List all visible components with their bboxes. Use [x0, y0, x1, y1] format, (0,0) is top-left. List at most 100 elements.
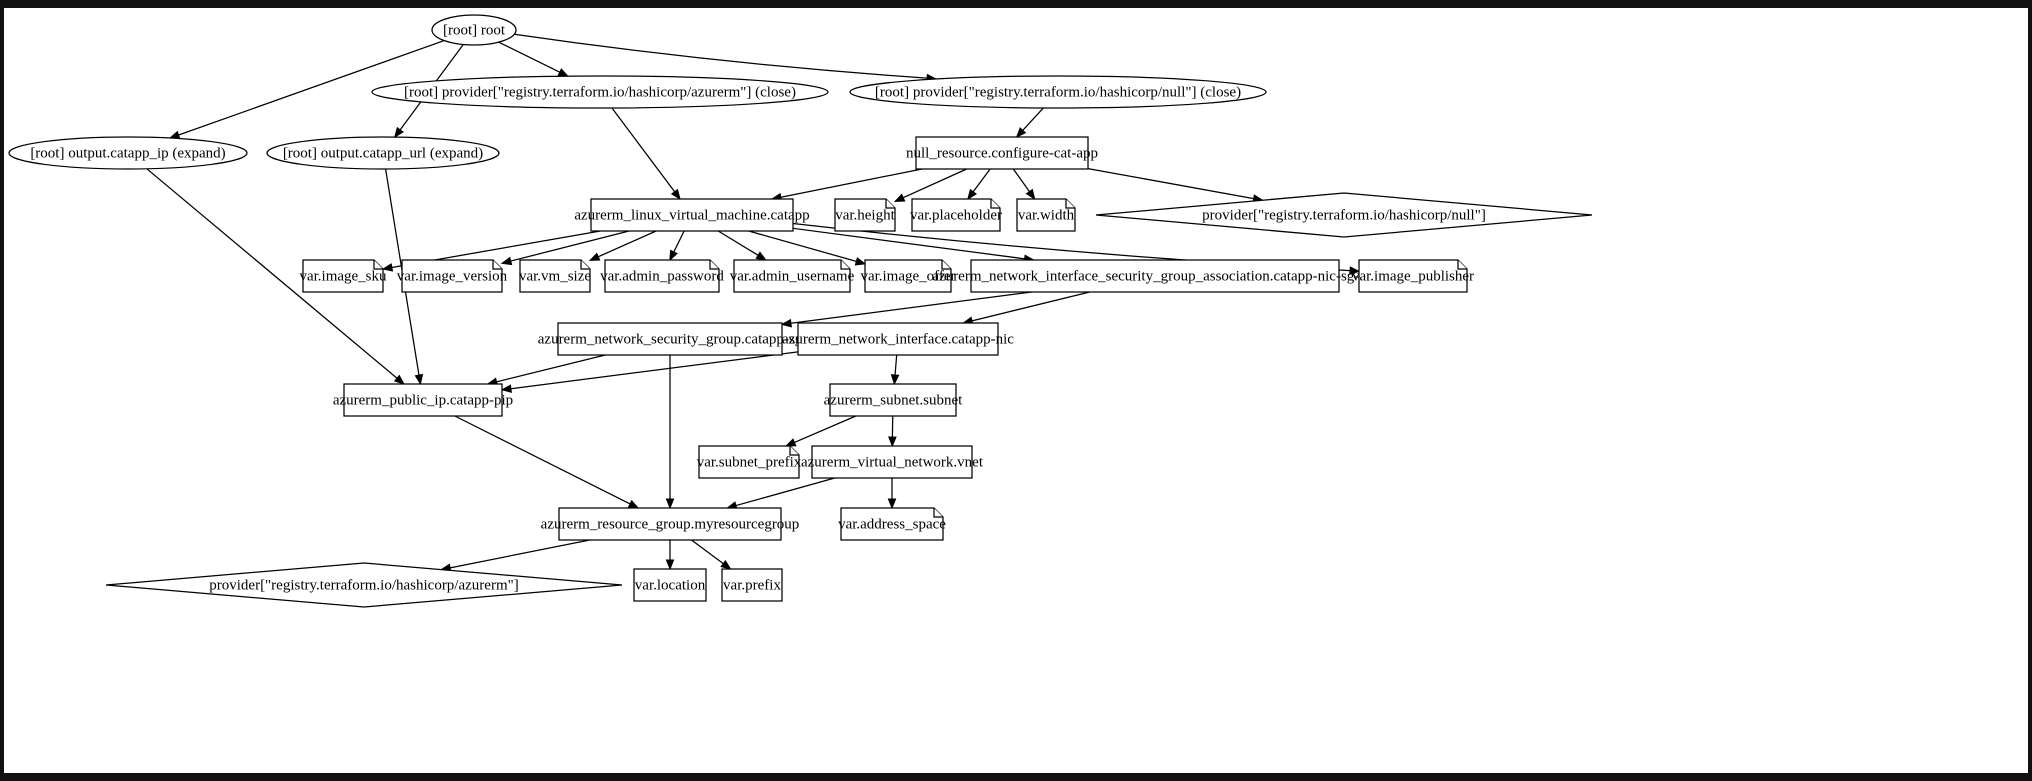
edge-line	[454, 415, 631, 505]
node-ellipse	[849, 75, 1267, 109]
edge-nsg-to-pip	[486, 354, 606, 386]
dependency-graph[interactable]: [root] root [root] provider["registry.ter…	[4, 8, 2028, 773]
edge-null-res-to-v-placeholder	[967, 168, 991, 201]
node-v-address-space[interactable]: var.address_space	[838, 507, 946, 541]
arrowhead	[557, 68, 570, 77]
edge-rg-to-v-location	[665, 539, 675, 571]
node-label: azurerm_network_interface_security_group…	[932, 268, 1377, 284]
node-label: [root] root	[443, 22, 506, 38]
node-v-prefix[interactable]: var.prefix	[721, 568, 783, 602]
arrowhead	[887, 498, 897, 510]
node-out-url[interactable]: [root] output.catapp_url (expand)	[266, 136, 500, 170]
node-out-ip[interactable]: [root] output.catapp_ip (expand)	[8, 136, 248, 170]
edge-line	[597, 230, 657, 258]
edge-root-to-prov-null-close	[514, 33, 938, 83]
edge-line	[1087, 167, 1254, 200]
edge-line	[510, 230, 630, 262]
node-note	[1358, 259, 1468, 293]
node-v-image-offer[interactable]: var.image_offer	[860, 259, 956, 293]
node-box	[557, 322, 783, 356]
arrowhead	[665, 498, 675, 510]
node-v-admin-pw[interactable]: var.admin_password	[600, 259, 724, 293]
node-label: var.admin_password	[600, 268, 724, 284]
node-box	[633, 568, 707, 602]
node-vm[interactable]: azurerm_linux_virtual_machine.catapp	[574, 198, 810, 232]
note-fold	[990, 199, 1000, 209]
note-fold	[1065, 199, 1075, 209]
node-box	[721, 568, 783, 602]
edge-line	[691, 539, 724, 565]
node-label: var.address_space	[838, 516, 946, 532]
arrowhead	[890, 374, 900, 386]
node-v-width[interactable]: var.width	[1016, 198, 1076, 232]
node-root[interactable]: [root] root	[431, 14, 517, 46]
edge-line	[1022, 107, 1044, 131]
node-rg[interactable]: azurerm_resource_group.myresourcegroup	[541, 507, 800, 541]
node-label: var.placeholder	[910, 207, 1002, 223]
node-prov-azurerm[interactable]: provider["registry.terraform.io/hashicor…	[105, 562, 623, 608]
node-v-image-version[interactable]: var.image_version	[397, 259, 508, 293]
edge-prov-az-close-to-vm	[611, 107, 681, 201]
node-label: var.image_offer	[860, 268, 955, 284]
arrowhead	[854, 257, 867, 266]
node-nic[interactable]: azurerm_network_interface.catapp-nic	[782, 322, 1014, 356]
node-label: azurerm_network_security_group.catapp-sg	[538, 331, 803, 347]
edge-vm-to-v-admin-user	[717, 230, 767, 261]
node-note	[302, 259, 384, 293]
node-box	[970, 259, 1340, 293]
edge-nic-to-pip	[500, 351, 799, 393]
edge-subnet-to-v-subnet-prefix	[784, 415, 857, 447]
edge-line	[894, 354, 898, 376]
node-prov-az-close[interactable]: [root] provider["registry.terraform.io/h…	[371, 75, 829, 109]
node-v-subnet-prefix[interactable]: var.subnet_prefix	[697, 445, 802, 479]
graph-viewport[interactable]: [root] root [root] provider["registry.ter…	[4, 8, 2028, 773]
edge-line	[178, 39, 445, 136]
node-prov-null-close[interactable]: [root] provider["registry.terraform.io/h…	[849, 75, 1267, 109]
arrowhead	[888, 436, 897, 448]
note-fold	[933, 508, 943, 518]
edge-line	[748, 230, 857, 263]
node-label: var.image_publisher	[1352, 268, 1474, 284]
node-v-image-sku[interactable]: var.image_sku	[299, 259, 387, 293]
node-label: null_resource.configure-cat-app	[906, 145, 1098, 161]
node-ellipse	[371, 75, 829, 109]
node-subnet[interactable]: azurerm_subnet.subnet	[824, 383, 964, 417]
node-v-location[interactable]: var.location	[633, 568, 707, 602]
node-label: azurerm_public_ip.catapp-pip	[333, 392, 513, 408]
edge-pip-to-rg	[454, 415, 640, 509]
edge-vm-to-nic-sg-assoc	[792, 227, 1035, 264]
node-note	[834, 198, 896, 232]
edges-layer	[146, 33, 1361, 572]
node-label: var.height	[835, 207, 895, 223]
edge-line	[514, 33, 928, 79]
node-v-admin-user[interactable]: var.admin_username	[730, 259, 855, 293]
arrowhead	[1349, 266, 1361, 275]
node-label: azurerm_virtual_network.vnet	[801, 454, 984, 470]
arrowhead	[588, 252, 601, 261]
note-fold	[492, 260, 502, 270]
node-nic-sg-assoc[interactable]: azurerm_network_interface_security_group…	[932, 259, 1378, 293]
node-label: [root] output.catapp_url (expand)	[283, 145, 483, 161]
node-pip[interactable]: azurerm_public_ip.catapp-pip	[333, 383, 513, 417]
node-v-vm-size[interactable]: var.vm_size	[519, 259, 591, 293]
node-v-height[interactable]: var.height	[834, 198, 896, 232]
node-label: azurerm_network_interface.catapp-nic	[782, 331, 1014, 347]
edge-null-res-to-vm	[770, 168, 923, 202]
node-label: var.image_sku	[299, 268, 387, 284]
node-v-placeholder[interactable]: var.placeholder	[910, 198, 1002, 232]
node-nsg[interactable]: azurerm_network_security_group.catapp-sg	[538, 322, 803, 356]
node-note	[604, 259, 720, 293]
node-prov-null[interactable]: provider["registry.terraform.io/hashicor…	[1095, 192, 1593, 238]
arrowhead	[967, 188, 978, 201]
arrowhead	[1025, 188, 1036, 201]
note-fold	[885, 199, 895, 209]
node-vnet[interactable]: azurerm_virtual_network.vnet	[801, 445, 984, 479]
node-v-image-pub[interactable]: var.image_publisher	[1352, 259, 1474, 293]
edge-line	[611, 107, 676, 193]
node-null-res[interactable]: null_resource.configure-cat-app	[906, 136, 1098, 170]
edge-line	[735, 477, 835, 507]
arrowhead	[381, 263, 394, 272]
node-box	[829, 383, 957, 417]
edge-line	[971, 291, 1090, 322]
node-note	[864, 259, 952, 293]
